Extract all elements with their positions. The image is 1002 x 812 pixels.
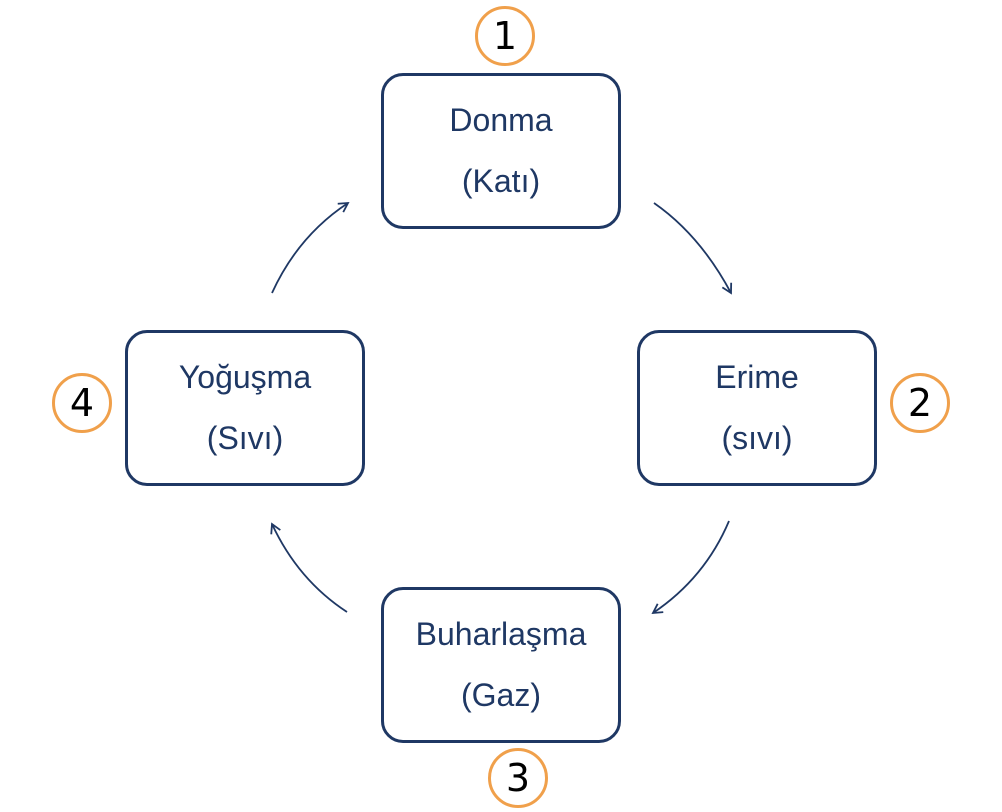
node-yogusma-state: (Sıvı) (206, 420, 284, 456)
step-badge-4: 4 (52, 373, 112, 433)
arrow-donma-to-erime (653, 202, 733, 295)
node-erime-name: Erime (715, 359, 799, 396)
arrow-erime-to-buharlasma (651, 520, 730, 615)
node-yogusma: Yoğuşma (Sıvı) (125, 330, 365, 486)
node-buharlasma-state: (Gaz) (461, 677, 541, 713)
step-badge-2: 2 (890, 373, 950, 433)
node-donma: Donma (Katı) (381, 73, 621, 229)
node-buharlasma-name: Buharlaşma (415, 616, 587, 653)
node-yogusma-name: Yoğuşma (178, 359, 312, 396)
arrow-buharlasma-to-yogusma (270, 522, 348, 613)
node-buharlasma: Buharlaşma (Gaz) (381, 587, 621, 743)
node-donma-name: Donma (449, 102, 553, 139)
node-donma-state: (Katı) (461, 163, 541, 199)
arrow-yogusma-to-donma (271, 201, 350, 294)
step-badge-1: 1 (475, 6, 535, 66)
node-erime-state: (sıvı) (721, 420, 793, 456)
node-erime: Erime (sıvı) (637, 330, 877, 486)
step-badge-3: 3 (488, 748, 548, 808)
